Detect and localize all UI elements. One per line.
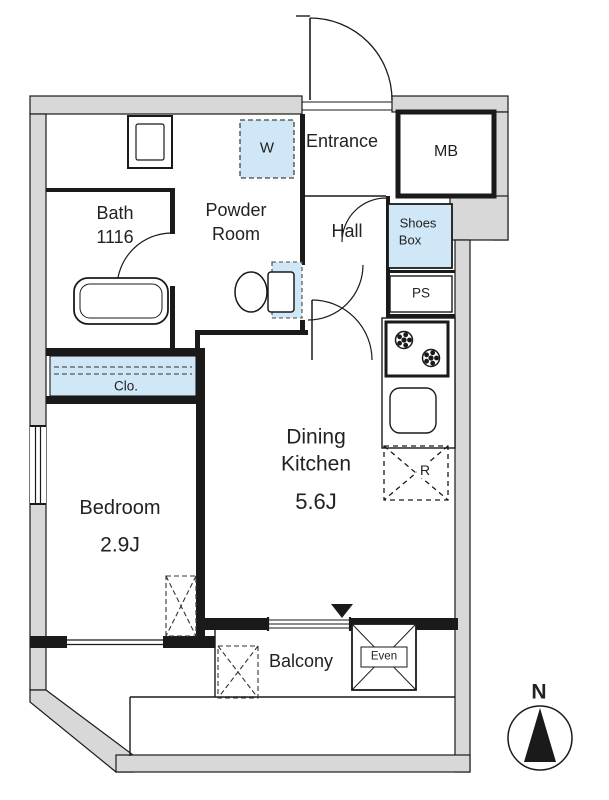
label-closet: Clo.: [113, 378, 139, 394]
direction-triangle: [331, 604, 353, 618]
compass-icon: [507, 705, 573, 771]
pipe-space-box: [389, 275, 453, 313]
label-bedroom-size: 2.9J: [100, 533, 140, 557]
bedroom-left-window: [30, 425, 46, 505]
ac-outdoor-unit-area: [217, 645, 259, 699]
meter-box: [395, 109, 497, 199]
closet-area: [49, 355, 197, 397]
label-washing-machine: W: [259, 139, 275, 157]
balcony-outline: [129, 630, 455, 756]
sink-icon: [389, 387, 437, 434]
toilet-icon: [234, 261, 303, 319]
refrigerator-area: [383, 445, 449, 501]
door-arcs: [116, 197, 387, 361]
bedroom-storage-area: [165, 575, 197, 637]
evacuation-hatch-icon: [351, 623, 417, 691]
label-entrance: Entrance: [305, 131, 379, 151]
label-hall: Hall: [331, 221, 363, 241]
label-shoes-box-1: Shoes: [399, 215, 437, 231]
utility-box-icon: [127, 115, 173, 169]
dk-window: [266, 617, 352, 631]
kitchen-counter: [381, 317, 456, 449]
label-compass-north: N: [531, 680, 547, 704]
label-dining-kitchen-size: 5.6J: [295, 489, 337, 514]
hall-door-arc: [341, 197, 387, 243]
label-dining-kitchen-1: Dining: [286, 425, 346, 449]
label-dining-kitchen-2: Kitchen: [280, 452, 352, 476]
stove-burner-icon: [421, 348, 441, 368]
outer-walls: [29, 95, 509, 773]
label-meter-box: MB: [434, 143, 458, 160]
label-pipe-space: PS: [411, 285, 431, 301]
label-powder-room-2: Room: [211, 224, 261, 244]
shoes-box: [387, 203, 453, 269]
label-shoes-box-2: Box: [398, 232, 422, 248]
label-bedroom: Bedroom: [79, 497, 161, 519]
powder-door-arc: [307, 264, 364, 321]
label-refrigerator: R: [416, 462, 434, 478]
label-bath: Bath: [96, 203, 134, 223]
washing-machine-area: [239, 119, 295, 179]
stove-icon: [384, 320, 450, 378]
label-bath-size: 1116: [96, 227, 134, 247]
entrance-door-arc: [309, 17, 393, 101]
bathtub-icon: [73, 277, 169, 325]
label-evacuation-hatch: Even: [370, 650, 398, 663]
label-balcony: Balcony: [268, 651, 334, 671]
dk-door-arc: [311, 299, 373, 361]
label-powder-room-1: Powder: [205, 200, 267, 220]
bedroom-bottom-window: [65, 636, 165, 648]
entrance-door: [296, 15, 393, 111]
stove-burner-icon: [394, 330, 414, 350]
